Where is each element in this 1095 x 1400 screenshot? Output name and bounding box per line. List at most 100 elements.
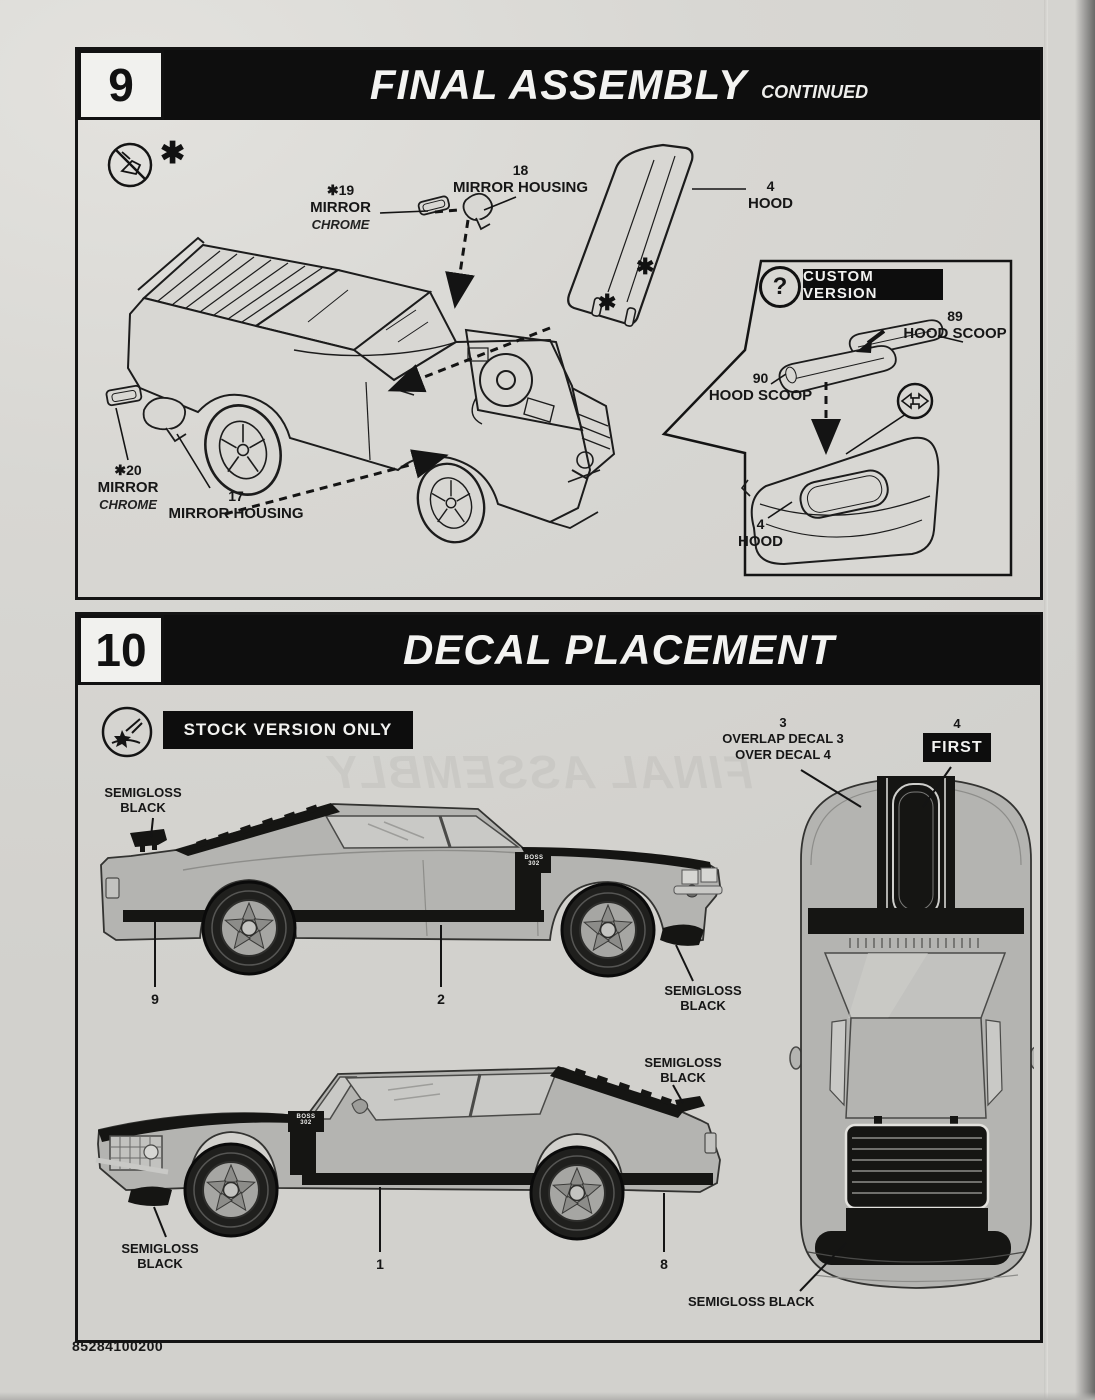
paint-note-line1: SEMIGLOSS	[121, 1241, 199, 1256]
top-view-car	[789, 776, 1034, 1289]
callout-decal-4: 4	[923, 715, 991, 732]
step10-header: 10 DECAL PLACEMENT	[78, 615, 1040, 685]
boss302-line2: 302	[528, 861, 540, 867]
custom-version-banner: CUSTOM VERSION	[803, 268, 943, 302]
part-number: ✱19	[326, 182, 355, 198]
callout-decal-1: 1	[376, 1256, 384, 1272]
no-glue-asterisk: ✱	[160, 137, 186, 170]
step10-section: 10 DECAL PLACEMENT	[75, 612, 1043, 1343]
callout-scoop-90: 90 HOOD SCOOP	[703, 370, 818, 404]
no-glue-icon	[107, 142, 153, 188]
callout-decal-3: 3 OVERLAP DECAL 3 OVER DECAL 4	[703, 715, 863, 763]
callout-housing-17: 17 MIRROR HOUSING	[166, 488, 306, 522]
step10-artwork-layer: STOCK VERSION ONLY 3 OVERLAP DECAL 3 OVE…	[78, 615, 1040, 1340]
part-name: MIRROR HOUSING	[453, 179, 588, 196]
scan-edge-right	[1075, 0, 1095, 1400]
paint-note-line1: SEMIGLOSS	[664, 983, 742, 998]
part-number: 4	[756, 516, 765, 532]
step9-header: 9 FINAL ASSEMBLY CONTINUED	[78, 50, 1040, 120]
callout-housing-18: 18 MIRROR HOUSING	[453, 162, 588, 196]
hood-scoop-part-90	[778, 345, 897, 394]
first-banner: FIRST	[923, 733, 991, 762]
paper-crease	[1044, 0, 1048, 1400]
paint-note-line2: BLACK	[137, 1256, 183, 1271]
stock-version-banner: STOCK VERSION ONLY	[163, 711, 413, 749]
hood-part	[567, 143, 694, 327]
paint-note-line1: SEMIGLOSS	[644, 1055, 722, 1070]
mirror-housing-part-18	[462, 192, 493, 231]
paint-note-line2: BLACK	[680, 998, 726, 1013]
choose-icon	[896, 382, 934, 420]
callout-hood-4: 4 HOOD	[733, 178, 808, 212]
mirror-housing-part-17	[142, 396, 187, 443]
part-name: MIRROR	[310, 199, 371, 216]
boss302-line2: 302	[300, 1120, 312, 1126]
boss302-line1: BOSS	[524, 855, 544, 861]
side-view-car-bottom	[95, 1066, 721, 1241]
mirror-part-20	[105, 384, 143, 407]
callout-scoop-89: 89 HOOD SCOOP	[900, 308, 1010, 342]
paint-note: SEMIGLOSS BLACK	[688, 1294, 815, 1309]
paint-note-line1: SEMIGLOSS	[104, 785, 182, 800]
part-number: 18	[512, 162, 529, 178]
part-number: 4	[766, 178, 775, 194]
step10-title-wrap: DECAL PLACEMENT	[168, 615, 1030, 685]
step9-artwork-layer: ✱ ✱ ✱ ✱19 MIRROR CHROME 18 MIRROR HOUSIN…	[78, 50, 1040, 597]
part-name: MIRROR	[97, 479, 159, 496]
mirror-part-19	[417, 195, 451, 216]
hood-peg-asterisk-2: ✱	[598, 290, 617, 315]
question-icon: ?	[759, 266, 801, 308]
decal-leader-lines	[150, 766, 952, 1292]
part-name: HOOD	[738, 533, 783, 550]
step9-title-wrap: FINAL ASSEMBLY CONTINUED	[168, 50, 1030, 120]
decal-instruction-line2: OVER DECAL 4	[735, 747, 831, 762]
semigloss-label-top-view: SEMIGLOSS BLACK	[688, 1293, 833, 1310]
step9-section: 9 FINAL ASSEMBLY CONTINUED	[75, 47, 1043, 600]
part-number: 17	[228, 488, 244, 504]
semigloss-label-front-top-car: SEMIGLOSS BLACK	[643, 983, 763, 1013]
part-finish: CHROME	[311, 217, 370, 232]
part-name: HOOD SCOOP	[903, 325, 1007, 342]
step10-illustration	[95, 706, 1034, 1292]
semigloss-label-rear-bottom-car: SEMIGLOSS BLACK	[623, 1055, 743, 1085]
paint-note-line2: BLACK	[120, 800, 166, 815]
car-line-art	[126, 236, 616, 553]
custom-hood-part	[740, 436, 940, 566]
step10-title: DECAL PLACEMENT	[403, 626, 835, 673]
callout-decal-8: 8	[660, 1256, 668, 1272]
part-number: 89	[947, 308, 963, 324]
decal-instruction-line1: OVERLAP DECAL 3	[722, 731, 844, 746]
callout-custom-hood: 4 HOOD	[713, 516, 808, 550]
boss302-decal-top-car: BOSS 302	[517, 855, 551, 867]
scan-edge-bottom	[0, 1392, 1095, 1400]
step10-number: 10	[78, 615, 164, 685]
kit-number: 85284100200	[72, 1338, 164, 1354]
decal-number: 4	[953, 716, 961, 731]
step9-title: FINAL ASSEMBLY	[369, 61, 748, 108]
paint-note-line2: BLACK	[660, 1070, 706, 1085]
step9-subtitle: CONTINUED	[761, 81, 869, 102]
part-name: MIRROR HOUSING	[168, 505, 304, 522]
leader-lines	[115, 188, 964, 519]
decal-number: 3	[779, 715, 787, 730]
decal-application-icon	[101, 706, 153, 758]
part-name: HOOD	[748, 195, 793, 212]
scoop-choice-arrow	[856, 329, 886, 353]
side-view-car-top	[100, 803, 723, 978]
part-number: 90	[752, 370, 769, 386]
semigloss-label-rear-top-car: SEMIGLOSS BLACK	[93, 785, 193, 815]
semigloss-label-front-bottom-car: SEMIGLOSS BLACK	[100, 1241, 220, 1271]
callout-decal-9: 9	[151, 991, 159, 1007]
step9-number: 9	[78, 50, 164, 120]
callout-decal-2: 2	[437, 991, 445, 1007]
boss302-line1: BOSS	[296, 1114, 316, 1120]
part-name: HOOD SCOOP	[708, 387, 813, 404]
callout-mirror-19: ✱19 MIRROR CHROME	[293, 182, 388, 233]
hood-peg-asterisk-1: ✱	[636, 254, 655, 279]
step9-illustration	[105, 142, 1013, 577]
part-finish: CHROME	[99, 497, 157, 512]
callout-mirror-20: ✱20 MIRROR CHROME	[83, 462, 173, 513]
part-number: ✱20	[114, 462, 142, 478]
assembly-arrows	[224, 208, 841, 516]
